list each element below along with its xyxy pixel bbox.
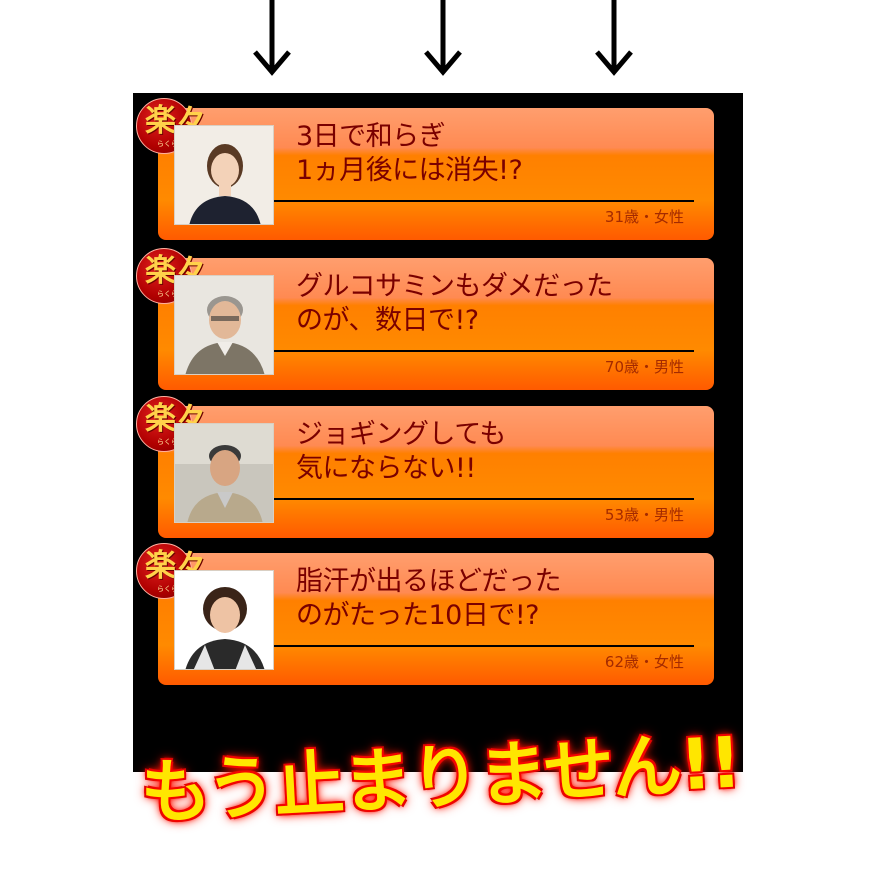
divider (274, 350, 694, 352)
testimonial-headline: ジョギングしても 気にならない!! (296, 419, 506, 484)
testimonial-card: 楽々 らくらく 脂汗が出るほどだった のがたった10日で!? 62歳・女性 (136, 543, 714, 685)
badge-ruby: らくらく (157, 438, 185, 446)
testimonial-headline: グルコサミンもダメだった のが、数日で!? (296, 271, 613, 336)
older-man-portrait-icon (174, 275, 274, 375)
down-arrow-icon (424, 0, 462, 76)
badge-ruby: らくらく (157, 290, 185, 298)
older-woman-portrait-icon (174, 570, 274, 670)
down-arrow-icon (595, 0, 633, 76)
divider (274, 498, 694, 500)
testimonial-headline: 脂汗が出るほどだった のがたった10日で!? (296, 566, 562, 631)
person-age-gender: 70歳・男性 (604, 358, 684, 376)
person-age-gender: 62歳・女性 (604, 653, 684, 671)
person-age-gender: 31歳・女性 (604, 208, 684, 226)
woman-portrait-icon (174, 125, 274, 225)
testimonial-headline: 3日で和らぎ 1ヵ月後には消失!? (296, 121, 523, 186)
person-age-gender: 53歳・男性 (604, 506, 684, 524)
testimonial-card: 楽々 らくらく 3日で和らぎ 1ヵ月後には消失!? 31歳・女性 (136, 98, 714, 240)
testimonial-card: 楽々 らくらく グルコサミンもダメだった のが、数日で!? 70歳・男性 (136, 248, 714, 390)
testimonial-card: 楽々 らくらく ジョギングしても 気にならない!! 53歳・男性 (136, 396, 714, 538)
down-arrow-icon (253, 0, 291, 76)
badge-ruby: らくらく (157, 140, 185, 148)
divider (274, 200, 694, 202)
man-portrait-icon (174, 423, 274, 523)
badge-ruby: らくらく (157, 585, 185, 593)
divider (274, 645, 694, 647)
